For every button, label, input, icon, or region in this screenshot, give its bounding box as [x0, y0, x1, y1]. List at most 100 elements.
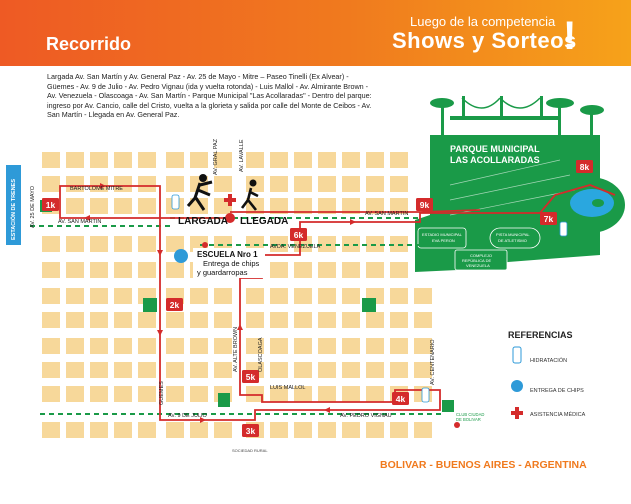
city-block [138, 312, 156, 328]
city-block [66, 262, 84, 278]
city-block [318, 338, 336, 354]
city-block [214, 288, 232, 304]
city-block [294, 198, 312, 214]
city-block [294, 152, 312, 168]
references-title: REFERENCIAS [508, 330, 573, 340]
city-block [114, 422, 132, 438]
km-marker-label: 3k [246, 426, 256, 436]
city-block [190, 152, 208, 168]
city-block [294, 422, 312, 438]
city-block [90, 422, 108, 438]
city-block [90, 362, 108, 378]
city-block [390, 338, 408, 354]
city-block [138, 422, 156, 438]
ref-medical: ASISTENCIA MÉDICA [530, 412, 586, 418]
city-block [390, 312, 408, 328]
city-block [166, 176, 184, 192]
city-block [318, 362, 336, 378]
city-block [90, 262, 108, 278]
city-block [214, 176, 232, 192]
city-block [342, 422, 360, 438]
city-block [42, 262, 60, 278]
complejo-line3: VENEZUELA [466, 263, 490, 268]
city-block [294, 176, 312, 192]
city-block [294, 288, 312, 304]
route-description: Largada Av. San Martín y Av. General Paz… [47, 72, 372, 120]
city-block [342, 338, 360, 354]
park-name-2: LAS ACOLLARADAS [450, 155, 540, 165]
city-block [66, 338, 84, 354]
city-block [138, 362, 156, 378]
city-block [342, 176, 360, 192]
city-block [66, 386, 84, 402]
race-route [59, 184, 616, 421]
street-venezuela: AVDA. VENEZUELA [270, 244, 321, 250]
pista-line1: PISTA MUNICIPAL [496, 232, 530, 237]
city-block [214, 312, 232, 328]
city-block [342, 262, 360, 278]
city-block [66, 288, 84, 304]
city-block [390, 422, 408, 438]
city-block [294, 362, 312, 378]
city-block [90, 386, 108, 402]
km-marker-box [166, 298, 183, 311]
km-marker-label: 7k [544, 214, 554, 224]
city-block [90, 152, 108, 168]
city-block [414, 362, 432, 378]
city-block [294, 338, 312, 354]
city-block [270, 422, 288, 438]
city-block [138, 176, 156, 192]
city-block [166, 362, 184, 378]
city-block [270, 262, 288, 278]
city-block [66, 152, 84, 168]
city-block [270, 176, 288, 192]
city-block [138, 152, 156, 168]
city-block [390, 198, 408, 214]
city-block [246, 312, 264, 328]
runner-icon [186, 174, 259, 211]
city-block [414, 338, 432, 354]
city-block [66, 422, 84, 438]
km-marker-label: 9k [420, 200, 430, 210]
city-block [342, 236, 360, 252]
km-marker-box [42, 198, 59, 211]
km-marker-box [416, 198, 433, 211]
street-9-julio: AV. 9 DE JULIO [168, 413, 208, 419]
city-block [114, 236, 132, 252]
city-block [66, 362, 84, 378]
city-block [90, 338, 108, 354]
city-block [190, 386, 208, 402]
km-marker-label: 8k [580, 162, 590, 172]
city-block [190, 362, 208, 378]
street-olascoaga: OLASCOAGA [258, 337, 264, 372]
city-block [214, 422, 232, 438]
header-subtitle: Luego de la competencia [410, 14, 556, 29]
km-marker-label: 1k [46, 200, 56, 210]
city-block [270, 362, 288, 378]
city-block [366, 422, 384, 438]
km-marker-box [392, 392, 409, 405]
street-alte-brown: AV. ALTE BROWN [233, 327, 239, 372]
header-banner: Recorrido Luego de la competencia Shows … [0, 0, 631, 66]
city-block [318, 198, 336, 214]
city-block [342, 386, 360, 402]
street-san-martin-left: AV. SAN MARTIN [58, 219, 101, 225]
city-block [90, 198, 108, 214]
km-marker-label: 2k [170, 300, 180, 310]
city-block [42, 422, 60, 438]
finish-label: LLEGADA [240, 216, 288, 227]
page-title: Recorrido [46, 34, 132, 54]
city-block [294, 312, 312, 328]
street-san-martin-right: AV. SAN MARTIN [365, 211, 408, 217]
bridge-icon [450, 96, 560, 120]
city-block [190, 338, 208, 354]
city-block [246, 386, 264, 402]
city-block [42, 312, 60, 328]
city-block [90, 176, 108, 192]
city-block [166, 312, 184, 328]
city-block [318, 176, 336, 192]
city-block [42, 176, 60, 192]
city-block [90, 288, 108, 304]
